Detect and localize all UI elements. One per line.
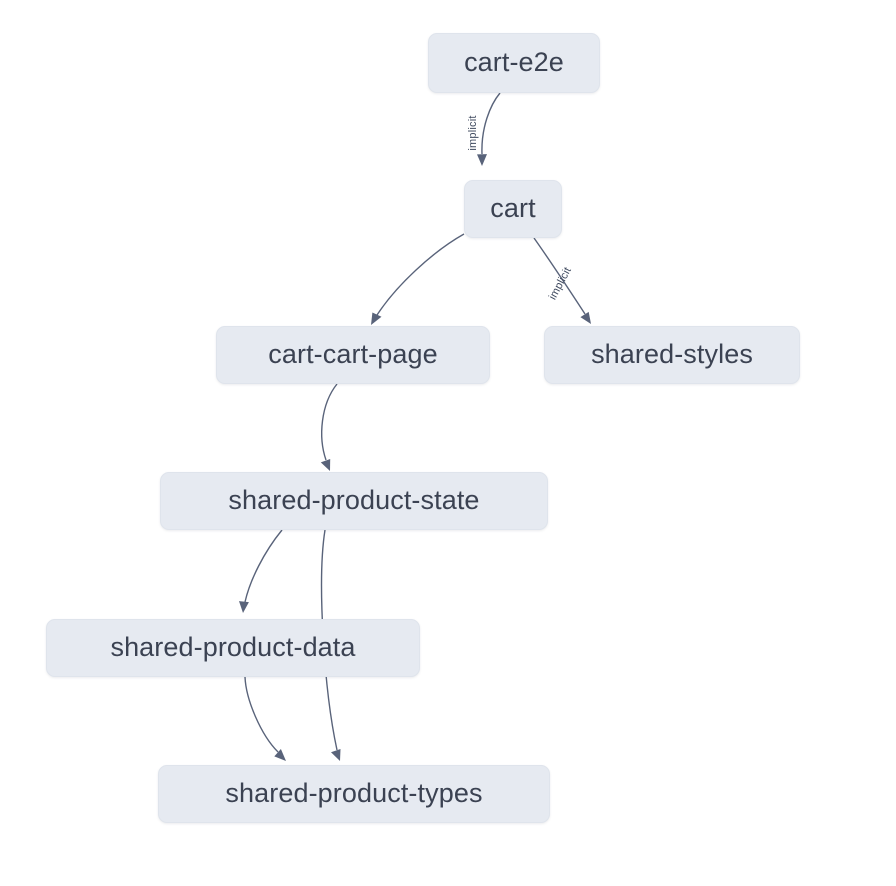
graph-node-label: shared-product-data (110, 631, 356, 662)
graph-node-label: shared-styles (591, 338, 753, 369)
edge-line (244, 676, 279, 753)
graph-node-shared-product-state[interactable]: shared-product-state (160, 472, 548, 530)
graph-node-shared-product-data[interactable]: shared-product-data (46, 619, 420, 677)
graph-node-cart[interactable]: cart (464, 180, 562, 238)
graph-node-shared-product-types[interactable]: shared-product-types (158, 765, 550, 823)
edge-line (533, 237, 586, 315)
graph-node-label: cart-cart-page (268, 338, 438, 369)
graph-node-shared-styles[interactable]: shared-styles (544, 326, 800, 384)
edge-cart-e2e-to-cart: implicit (467, 92, 501, 166)
graph-node-cart-cart-page[interactable]: cart-cart-page (216, 326, 490, 384)
graph-node-cart-e2e[interactable]: cart-e2e (428, 33, 600, 93)
graph-node-label: shared-product-state (228, 484, 480, 515)
edge-line (244, 529, 283, 603)
arrowhead-icon (320, 459, 331, 471)
edge-line (376, 233, 465, 316)
edge-label: implicit (467, 115, 479, 150)
arrowhead-icon (371, 312, 382, 325)
arrowhead-icon (274, 749, 286, 761)
edge-cart-to-cart-cart-page (371, 233, 465, 325)
arrowhead-icon (477, 154, 487, 166)
edge-shared-product-state-to-shared-product-data (239, 529, 283, 613)
edge-shared-product-data-to-shared-product-types (244, 676, 286, 761)
edge-cart-to-shared-styles: implicit (533, 237, 591, 324)
edge-label: implicit (547, 265, 574, 302)
graph-node-label: cart (490, 192, 536, 223)
graph-node-label: cart-e2e (464, 46, 564, 77)
edge-line (481, 92, 501, 155)
edge-cart-cart-page-to-shared-product-state (320, 383, 338, 471)
arrowhead-icon (239, 601, 249, 613)
graph-node-label: shared-product-types (225, 777, 483, 808)
arrowhead-icon (580, 311, 591, 324)
edge-line (321, 383, 338, 461)
arrowhead-icon (331, 749, 341, 761)
